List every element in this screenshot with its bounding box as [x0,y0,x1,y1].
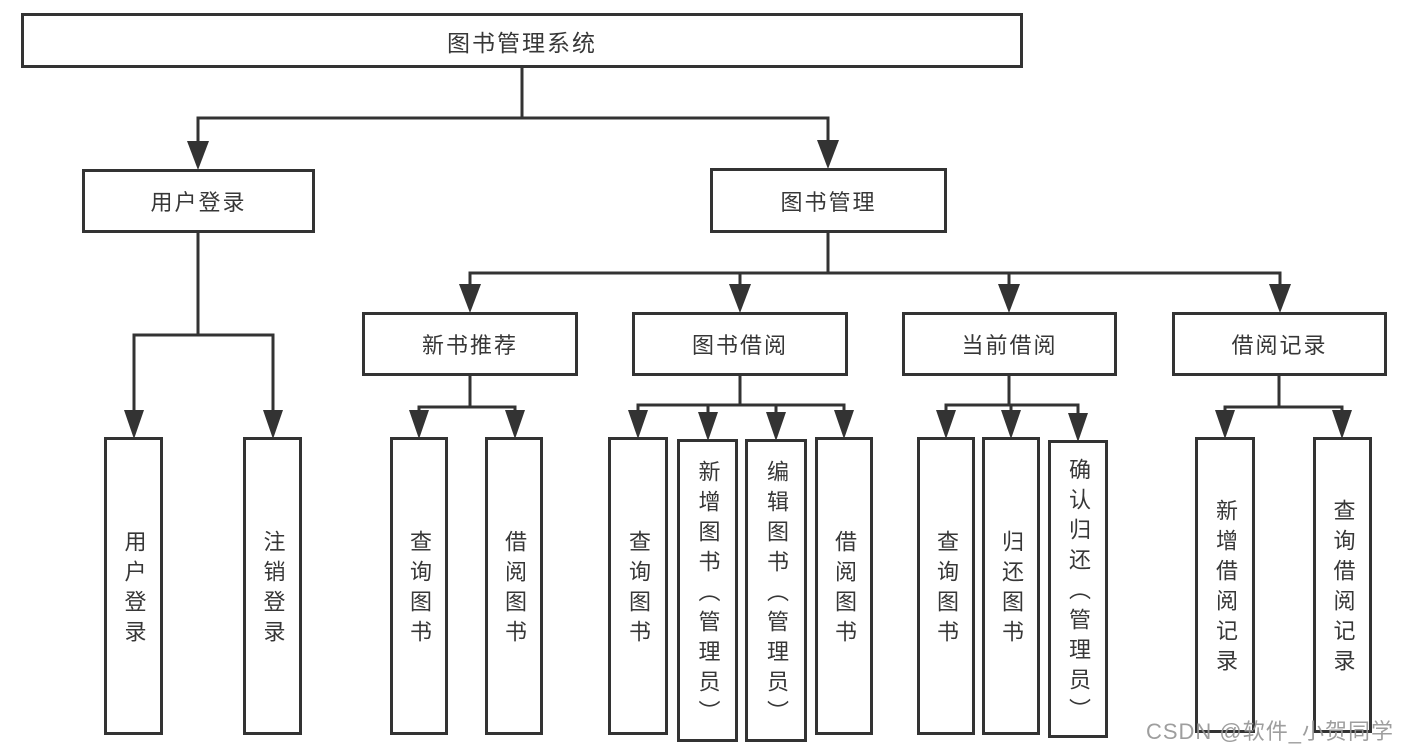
leaf-user-login-label: 用户登录 [121,530,147,650]
leaf-logout: 注销登录 [243,437,302,735]
leaf-borrow-books: 借阅图书 [815,437,873,735]
leaf-query-books-borrow: 查询图书 [608,437,668,735]
node-borrow-record-label: 借阅记录 [1231,333,1328,358]
node-book-management-label: 图书管理 [780,189,877,215]
node-root-label: 图书管理系统 [447,29,597,56]
leaf-query-borrow-record: 查询借阅记录 [1313,437,1372,733]
leaf-confirm-return-admin-label: 确认归还（管理员） [1066,458,1091,728]
leaf-user-login: 用户登录 [104,437,163,735]
node-new-book-recommend: 新书推荐 [362,312,578,376]
leaf-query-books-recommend-label: 查询图书 [407,530,432,650]
arrowhead-icons [124,140,1352,442]
leaf-query-borrow-record-label: 查询借阅记录 [1330,499,1356,679]
leaf-query-books-recommend: 查询图书 [390,437,448,735]
leaf-logout-label: 注销登录 [260,530,286,650]
leaf-edit-books-admin-label: 编辑图书（管理员） [764,459,789,730]
leaf-return-books-label: 归还图书 [999,530,1024,650]
leaf-borrow-books-recommend-label: 借阅图书 [502,530,527,650]
tree-branch-lines [132,66,1344,417]
leaf-add-books-admin: 新增图书（管理员） [677,439,738,742]
node-new-book-recommend-label: 新书推荐 [421,333,518,358]
leaf-add-borrow-record-label: 新增借阅记录 [1213,499,1238,679]
node-book-management: 图书管理 [710,168,947,233]
leaf-add-books-admin-label: 新增图书（管理员） [695,459,721,730]
leaf-borrow-books-label: 借阅图书 [832,530,857,650]
node-book-borrow: 图书借阅 [632,312,848,376]
node-book-borrow-label: 图书借阅 [691,333,788,358]
node-root-system: 图书管理系统 [21,13,1023,68]
leaf-query-books-current-label: 查询图书 [934,530,959,650]
node-user-login: 用户登录 [82,169,315,233]
leaf-query-books-current: 查询图书 [917,437,975,735]
node-current-borrow-label: 当前借阅 [961,333,1058,358]
leaf-borrow-books-recommend: 借阅图书 [485,437,543,735]
node-borrow-record: 借阅记录 [1172,312,1387,376]
leaf-confirm-return-admin: 确认归还（管理员） [1048,440,1108,738]
leaf-add-borrow-record: 新增借阅记录 [1195,437,1255,733]
leaf-query-books-borrow-label: 查询图书 [626,530,651,650]
leaf-edit-books-admin: 编辑图书（管理员） [745,439,807,742]
csdn-watermark: CSDN @软件_小贺同学 [1145,719,1394,744]
node-current-borrow: 当前借阅 [902,312,1117,376]
node-user-login-label: 用户登录 [150,190,247,215]
leaf-return-books: 归还图书 [982,437,1040,735]
